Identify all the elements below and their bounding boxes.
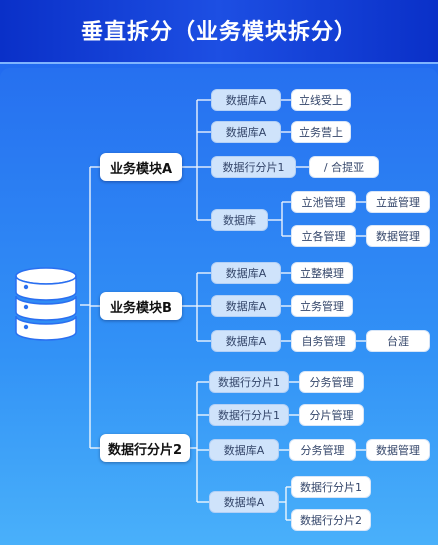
database-icon [15, 267, 77, 341]
module-a-sub-4-leaf-4: 数据管理 [366, 225, 430, 247]
module-b-box: 业务模块B [100, 292, 182, 320]
module-a-sub-1-leaf-1: 立线受上 [291, 89, 351, 111]
module-b-sub-2: 数据库A [211, 295, 281, 317]
module-a-sub-1: 数据库A [211, 89, 281, 111]
module-c-sub-2-leaf-1: 分片管理 [299, 404, 364, 426]
module-c-sub-2: 数据行分片1 [209, 404, 289, 426]
module-a-sub-4: 数据库 [211, 209, 268, 231]
module-c-sub-4-leaf-1: 数据行分片1 [291, 476, 371, 498]
module-a-box: 业务模块A [100, 153, 182, 181]
module-a-sub-3-leaf-1: / 合提亚 [309, 156, 379, 178]
module-b-sub-3-leaf-1: 自务管理 [291, 330, 356, 352]
module-b-sub-1: 数据库A [211, 262, 281, 284]
module-c-sub-3: 数据库A [209, 439, 279, 461]
module-c-sub-1-leaf-1: 分务管理 [299, 371, 364, 393]
module-b-sub-2-leaf-1: 立务管理 [291, 295, 353, 317]
module-c-sub-1: 数据行分片1 [209, 371, 289, 393]
module-b-sub-3-leaf-2: 台涯 [366, 330, 430, 352]
module-a-sub-4-leaf-3: 立各管理 [291, 225, 356, 247]
module-c-sub-4: 数据埠A [209, 491, 279, 513]
module-a-sub-4-leaf-1: 立池管理 [291, 191, 356, 213]
module-c-box: 数据行分片2 [100, 434, 190, 462]
module-c-sub-3-leaf-1: 分务管理 [289, 439, 356, 461]
module-a-sub-2: 数据库A [211, 121, 281, 143]
module-a-sub-4-leaf-2: 立益管理 [366, 191, 430, 213]
module-c-sub-3-leaf-2: 数据管理 [366, 439, 430, 461]
module-b-sub-3: 数据库A [211, 330, 281, 352]
page-title: 垂直拆分（业务模块拆分） [80, 20, 357, 45]
module-a-sub-3: 数据行分片1 [211, 156, 296, 178]
module-c-sub-4-leaf-2: 数据行分片2 [291, 509, 371, 531]
header-bar: 垂直拆分（业务模块拆分） [0, 0, 438, 64]
module-b-sub-1-leaf-1: 立整模理 [291, 262, 353, 284]
module-a-sub-2-leaf-1: 立务营上 [291, 121, 351, 143]
